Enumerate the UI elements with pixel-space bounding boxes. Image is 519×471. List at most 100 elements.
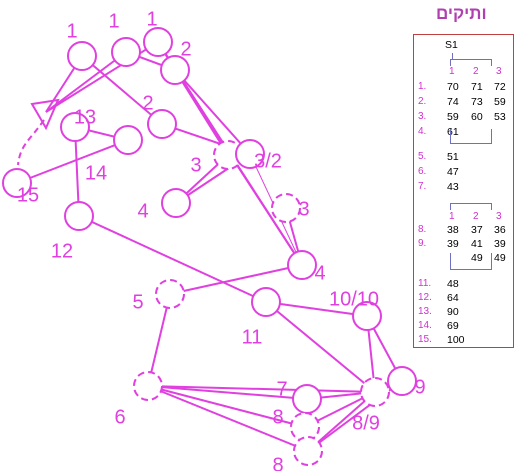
node-n9 <box>387 366 417 396</box>
bracket-top <box>450 59 492 66</box>
node-n32 <box>235 139 265 169</box>
edge-n6-n7 <box>147 385 308 400</box>
node-n89 <box>360 377 390 407</box>
node-label-n13: 13 <box>74 106 96 128</box>
page-title: ותיקים <box>436 4 487 23</box>
node-label-n4a: 4 <box>137 200 148 222</box>
row-index: 6. <box>418 166 427 177</box>
edge-n12-n11 <box>78 215 267 303</box>
row-value: 39 <box>494 238 506 250</box>
node-n15 <box>2 168 32 198</box>
node-n3b <box>271 193 301 223</box>
node-label-n5: 5 <box>132 291 143 313</box>
node-n6 <box>133 371 163 401</box>
bracket-top-close <box>450 129 492 144</box>
node-label-n7: 7 <box>276 378 287 400</box>
bracket-stem-top <box>452 53 453 59</box>
row-value: 72 <box>494 81 506 93</box>
node-n2a <box>160 55 190 85</box>
node-n13 <box>60 112 90 142</box>
bracket-bottom-close <box>450 253 492 270</box>
row-index: 5. <box>418 151 427 162</box>
node-label-n14: 14 <box>85 162 107 184</box>
row-value: 60 <box>471 111 483 123</box>
row-index: 8. <box>418 224 427 235</box>
node-label-n32: 3/2 <box>254 150 282 172</box>
row-value: 64 <box>447 292 459 304</box>
edge-n4b-n5 <box>169 264 303 295</box>
node-n12 <box>64 201 94 231</box>
row-value: 49 <box>494 252 506 264</box>
col-label-top-1: 2 <box>473 66 479 77</box>
bracket-bottom <box>450 203 492 210</box>
node-label-n9: 9 <box>414 376 425 398</box>
edge-n1b-tri <box>45 51 127 113</box>
row-index: 11. <box>418 278 432 289</box>
edge-n14-n15 <box>16 139 129 184</box>
edge-n1c-tri <box>45 41 159 113</box>
col-label-bottom-2: 3 <box>496 211 502 222</box>
row-value: 51 <box>447 151 459 163</box>
row-value: 41 <box>471 238 483 250</box>
node-label-n3b: 3 <box>298 198 309 220</box>
node-label-n4b: 4 <box>314 262 325 284</box>
node-label-n1b: 1 <box>108 10 119 32</box>
row-value: 61 <box>447 126 459 138</box>
row-value: 100 <box>447 334 465 346</box>
row-index: 3. <box>418 111 427 122</box>
node-label-n8b: 8 <box>272 454 283 471</box>
row-value: 90 <box>447 306 459 318</box>
row-value: 37 <box>471 224 483 236</box>
edge-n6-n8b <box>147 385 309 452</box>
row-value: 47 <box>447 166 459 178</box>
row-index: 1. <box>418 81 427 92</box>
row-value: 39 <box>447 238 459 250</box>
node-n2b <box>147 109 177 139</box>
node-n4a <box>161 188 191 218</box>
node-label-n11: 11 <box>242 326 263 348</box>
row-index: 13. <box>418 306 432 317</box>
node-layer <box>2 27 417 466</box>
row-value: 70 <box>447 81 459 93</box>
row-index: 2. <box>418 96 427 107</box>
node-label-n1a: 1 <box>66 20 77 42</box>
edge-n2a-n4b <box>174 69 303 266</box>
node-label-n15: 15 <box>17 184 39 206</box>
edge-n11-n1010 <box>265 301 368 317</box>
row-index: 4. <box>418 126 427 137</box>
edge-n2a-n32 <box>174 69 251 155</box>
edge-n6-n8a <box>147 385 306 428</box>
node-label-n2b: 2 <box>142 92 153 114</box>
row-value: 69 <box>447 320 459 332</box>
edge-n5-n6 <box>147 293 171 387</box>
node-label-n12: 12 <box>51 240 73 262</box>
row-index: 14. <box>418 320 432 331</box>
row-value: 36 <box>494 224 506 236</box>
node-n5 <box>155 279 185 309</box>
node-label-n8a: 8 <box>272 406 283 428</box>
node-n11 <box>251 287 281 317</box>
edge-n11-n89 <box>265 301 376 393</box>
node-n1b <box>111 37 141 67</box>
row-value: 38 <box>447 224 459 236</box>
row-value: 73 <box>471 96 483 108</box>
row-value: 74 <box>447 96 459 108</box>
node-n8a <box>290 412 320 442</box>
node-label-n1010: 10/10 <box>329 288 379 310</box>
row-index: 15. <box>418 334 432 345</box>
node-label-n2a: 2 <box>180 38 191 60</box>
node-label-n6: 6 <box>114 406 125 428</box>
row-value: 59 <box>447 111 459 123</box>
node-n4b <box>287 250 317 280</box>
row-value: 43 <box>447 181 459 193</box>
edge-n6-n89 <box>147 385 376 393</box>
node-label-n89: 8/9 <box>352 412 380 434</box>
col-label-top-2: 3 <box>496 66 502 77</box>
row-value: 71 <box>471 81 483 93</box>
node-n14 <box>113 125 143 155</box>
node-label-n1c: 1 <box>146 8 157 30</box>
edge-n1a-n2b <box>81 55 163 125</box>
